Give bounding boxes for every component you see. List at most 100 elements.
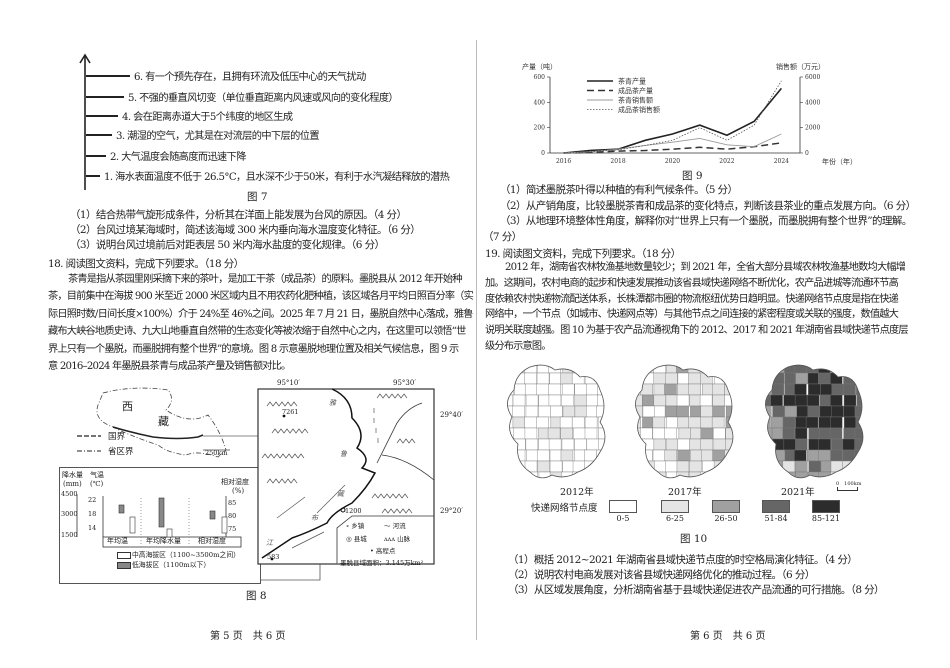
county-cell [524, 427, 538, 440]
river-char: 藏 [337, 490, 344, 498]
humidity-tick: 75 [228, 525, 237, 533]
county-cell [738, 406, 750, 417]
county-cell [512, 394, 526, 407]
county-cell [574, 394, 588, 407]
q18-paragraph: 茶青是指从茶园里刚采摘下来的茶叶，是加工干茶（成品茶）的原料。墨脱县从 2012… [48, 271, 474, 375]
q19-line: 说明关联度越强。图 10 为基于农产品流通视角下的 2012、2017 和 20… [485, 325, 909, 337]
county-cell [586, 438, 600, 451]
county-cell [653, 372, 666, 385]
x-tick-label: 2024 [774, 158, 789, 165]
county-cell [772, 405, 785, 418]
county-cell [771, 427, 785, 440]
legend-swatch [712, 500, 740, 513]
q18-line: 际日照时数/日间长度×100%）介于 24%至 46%之间。2025 年 7 月… [48, 308, 473, 320]
county-cell [856, 394, 864, 407]
county-cell [765, 405, 772, 418]
county-cell [808, 427, 821, 440]
county-cell [537, 365, 550, 374]
figure7-item: 6. 有一个预先存在，且拥有环流及低压中心的天气扰动 [134, 72, 366, 83]
x-tick-label: 2016 [556, 158, 571, 165]
county-cell [765, 372, 773, 385]
county-cell [805, 365, 819, 374]
county-cell [868, 406, 880, 417]
county-cell [854, 427, 864, 440]
connector-line [260, 564, 321, 581]
county-cell [507, 394, 514, 407]
county-cell [737, 417, 749, 428]
legend-label: 成品茶产量 [618, 86, 653, 95]
legend-county-seat: ◎ 县城 [346, 535, 367, 543]
legend-swatch-midhigh [117, 552, 131, 559]
county-cell [700, 438, 713, 451]
label-zang: 藏 [158, 415, 169, 428]
county-cell [783, 394, 796, 407]
county-cell [795, 416, 808, 429]
county-cell [560, 427, 573, 440]
hunan-map-2017年 [635, 364, 750, 479]
county-cell [770, 416, 784, 429]
county-cell [652, 427, 666, 440]
figure7-caption: 图 7 [247, 191, 268, 203]
temp-axis-title: 气温 [90, 471, 104, 479]
county-cell [559, 416, 573, 429]
county-cell [866, 439, 878, 450]
q19-line: 2012 年，湖南省农林牧渔基地数量较少；到 2021 年，全省大部分县域农林牧… [505, 262, 906, 273]
humidity-tick: 85 [228, 499, 237, 507]
legend-swatch [762, 500, 790, 513]
county-cell [772, 449, 785, 462]
county-cell [700, 416, 713, 429]
elevation-label: 7261 [282, 408, 299, 416]
county-cell [676, 460, 690, 473]
county-cell [653, 383, 667, 396]
county-cell [640, 471, 654, 478]
figure7-item: 1. 海水表面温度不低于 26.5°C，且水深不少于50米，有利于水汽凝结释放的… [104, 172, 450, 183]
county-cell [653, 365, 666, 374]
county-cell [808, 460, 822, 473]
humidity-axis-unit: (%) [232, 487, 245, 495]
county-cell [562, 405, 576, 418]
x-axis-title: 年份（年） [822, 157, 857, 166]
county-cell [795, 460, 808, 473]
county-cell [831, 383, 845, 396]
figure10-caption: 图 10 [680, 533, 708, 545]
county-cell [665, 394, 679, 407]
q19-question-2: （2）说明农村电商发展对该省县域快递网络优化的推动过程。（6 分） [508, 569, 815, 581]
county-cell [677, 383, 690, 396]
y-tick-label-right: 2000 [805, 125, 820, 132]
county-cell [652, 449, 666, 462]
county-cell [843, 405, 856, 418]
county-cell [584, 365, 598, 374]
temp-tick: 22 [88, 496, 97, 504]
county-cell [524, 416, 537, 429]
county-cell [609, 373, 621, 384]
county-cell [571, 471, 585, 478]
county-cell [699, 394, 713, 407]
q19-paragraph: 2012 年，湖南省农林牧渔基地数量较少；到 2021 年，全省大部分县域农林牧… [485, 260, 909, 355]
county-cell [654, 405, 667, 418]
q19-heading: 19. 阅读图文资料，完成下列要求。（18 分） [485, 248, 681, 260]
county-cell [830, 394, 843, 407]
q19-question-1: （1）概括 2012~2021 年湖南省县域快递节点度的时空格局演化特征。（4 … [508, 554, 858, 566]
y-tick-label-right: 0 [805, 150, 809, 157]
county-cell [765, 383, 772, 396]
county-cell [597, 365, 606, 374]
county-cell [524, 383, 538, 396]
figure7-item: 2. 大气温度会随高度而迅速下降 [110, 152, 246, 163]
page-footer-right: 第 6 页 共 6 页 [690, 631, 766, 642]
county-cell [856, 372, 864, 385]
county-cell [572, 460, 586, 473]
county-cell [702, 365, 715, 374]
county-cell [584, 449, 597, 462]
precip-tick: 3000 [61, 510, 78, 518]
precip-axis-title: 降水量 [62, 471, 83, 479]
county-cell [512, 416, 526, 429]
series-line-0 [563, 87, 783, 154]
county-cell [640, 427, 653, 440]
county-cell [726, 471, 734, 478]
county-cell [507, 372, 515, 385]
county-cell [677, 416, 690, 429]
figure7-level-line [86, 75, 130, 77]
county-cell [664, 405, 678, 418]
county-cell [676, 365, 689, 374]
county-cell [653, 438, 667, 451]
